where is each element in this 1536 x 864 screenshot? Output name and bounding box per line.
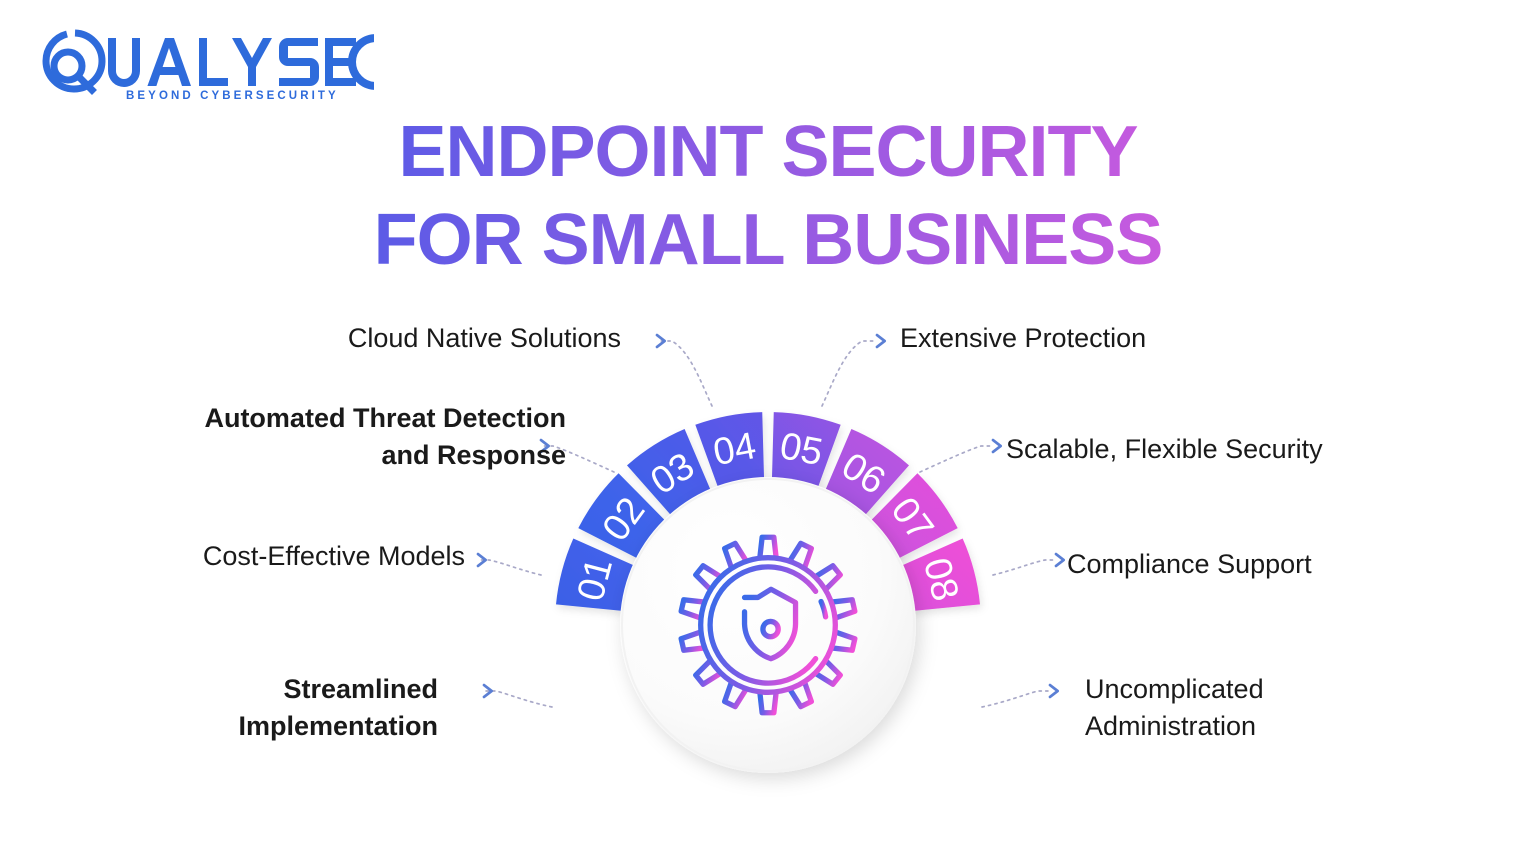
gear-tooth <box>757 534 779 561</box>
qualysec-wordmark-icon <box>42 29 374 95</box>
brand-logo: BEYOND CYBERSECURITY <box>34 28 374 108</box>
gear-tooth <box>721 679 749 710</box>
title-line-1: ENDPOINT SECURITY <box>0 108 1536 196</box>
wheel-segment-04[interactable] <box>695 412 765 494</box>
wheel-hub-ring <box>621 478 915 772</box>
gear-tooth <box>787 679 815 710</box>
gear-tooth <box>721 540 749 571</box>
wheel-segment-03[interactable] <box>627 429 714 521</box>
label-cost-effective-models: Cost-Effective Models <box>202 541 465 571</box>
gear-tooth <box>757 689 779 716</box>
label-streamlined-implementation: Streamlined Implementation <box>238 674 438 741</box>
wheel-number-04: 04 <box>710 425 759 474</box>
wheel-segment-01[interactable] <box>556 538 641 612</box>
wheel-segment-07[interactable] <box>866 473 958 562</box>
label-extensive-protection: Extensive Protection <box>900 323 1147 353</box>
label-scalable-flexible-security: Scalable, Flexible Security <box>1006 434 1323 464</box>
gear-tooth <box>829 597 858 621</box>
wheel-segment-05[interactable] <box>771 412 841 494</box>
gear-tooth <box>678 597 707 621</box>
title-line-2: FOR SMALL BUSINESS <box>0 196 1536 284</box>
label-cloud-native-solutions: Cloud Native Solutions <box>347 323 621 353</box>
gear-tooth <box>678 629 707 653</box>
label-automated-threat-detection: Automated Threat Detection and Response <box>204 403 566 470</box>
brand-tagline: BEYOND CYBERSECURITY <box>126 90 339 102</box>
wheel-number-05: 05 <box>777 425 826 474</box>
gear-tooth <box>829 629 858 653</box>
gear-tooth <box>812 657 843 687</box>
wheel-number-01: 01 <box>570 554 621 606</box>
wheel-segment-02[interactable] <box>578 473 670 562</box>
wheel-segment-08[interactable] <box>895 538 980 612</box>
label-compliance-support: Compliance Support <box>1067 549 1312 579</box>
gear-shield-lock-icon <box>678 534 858 716</box>
wheel-hub <box>620 477 916 773</box>
gear-tooth <box>693 657 724 687</box>
gear-tooth <box>787 540 815 571</box>
wheel-number-08: 08 <box>915 554 966 606</box>
gear-tooth <box>812 563 843 593</box>
page-title: ENDPOINT SECURITY FOR SMALL BUSINESS <box>0 108 1536 284</box>
label-uncomplicated-administration: Uncomplicated Administration <box>1085 674 1264 741</box>
gear-tooth <box>693 563 724 593</box>
wheel-segment-06[interactable] <box>822 429 909 521</box>
